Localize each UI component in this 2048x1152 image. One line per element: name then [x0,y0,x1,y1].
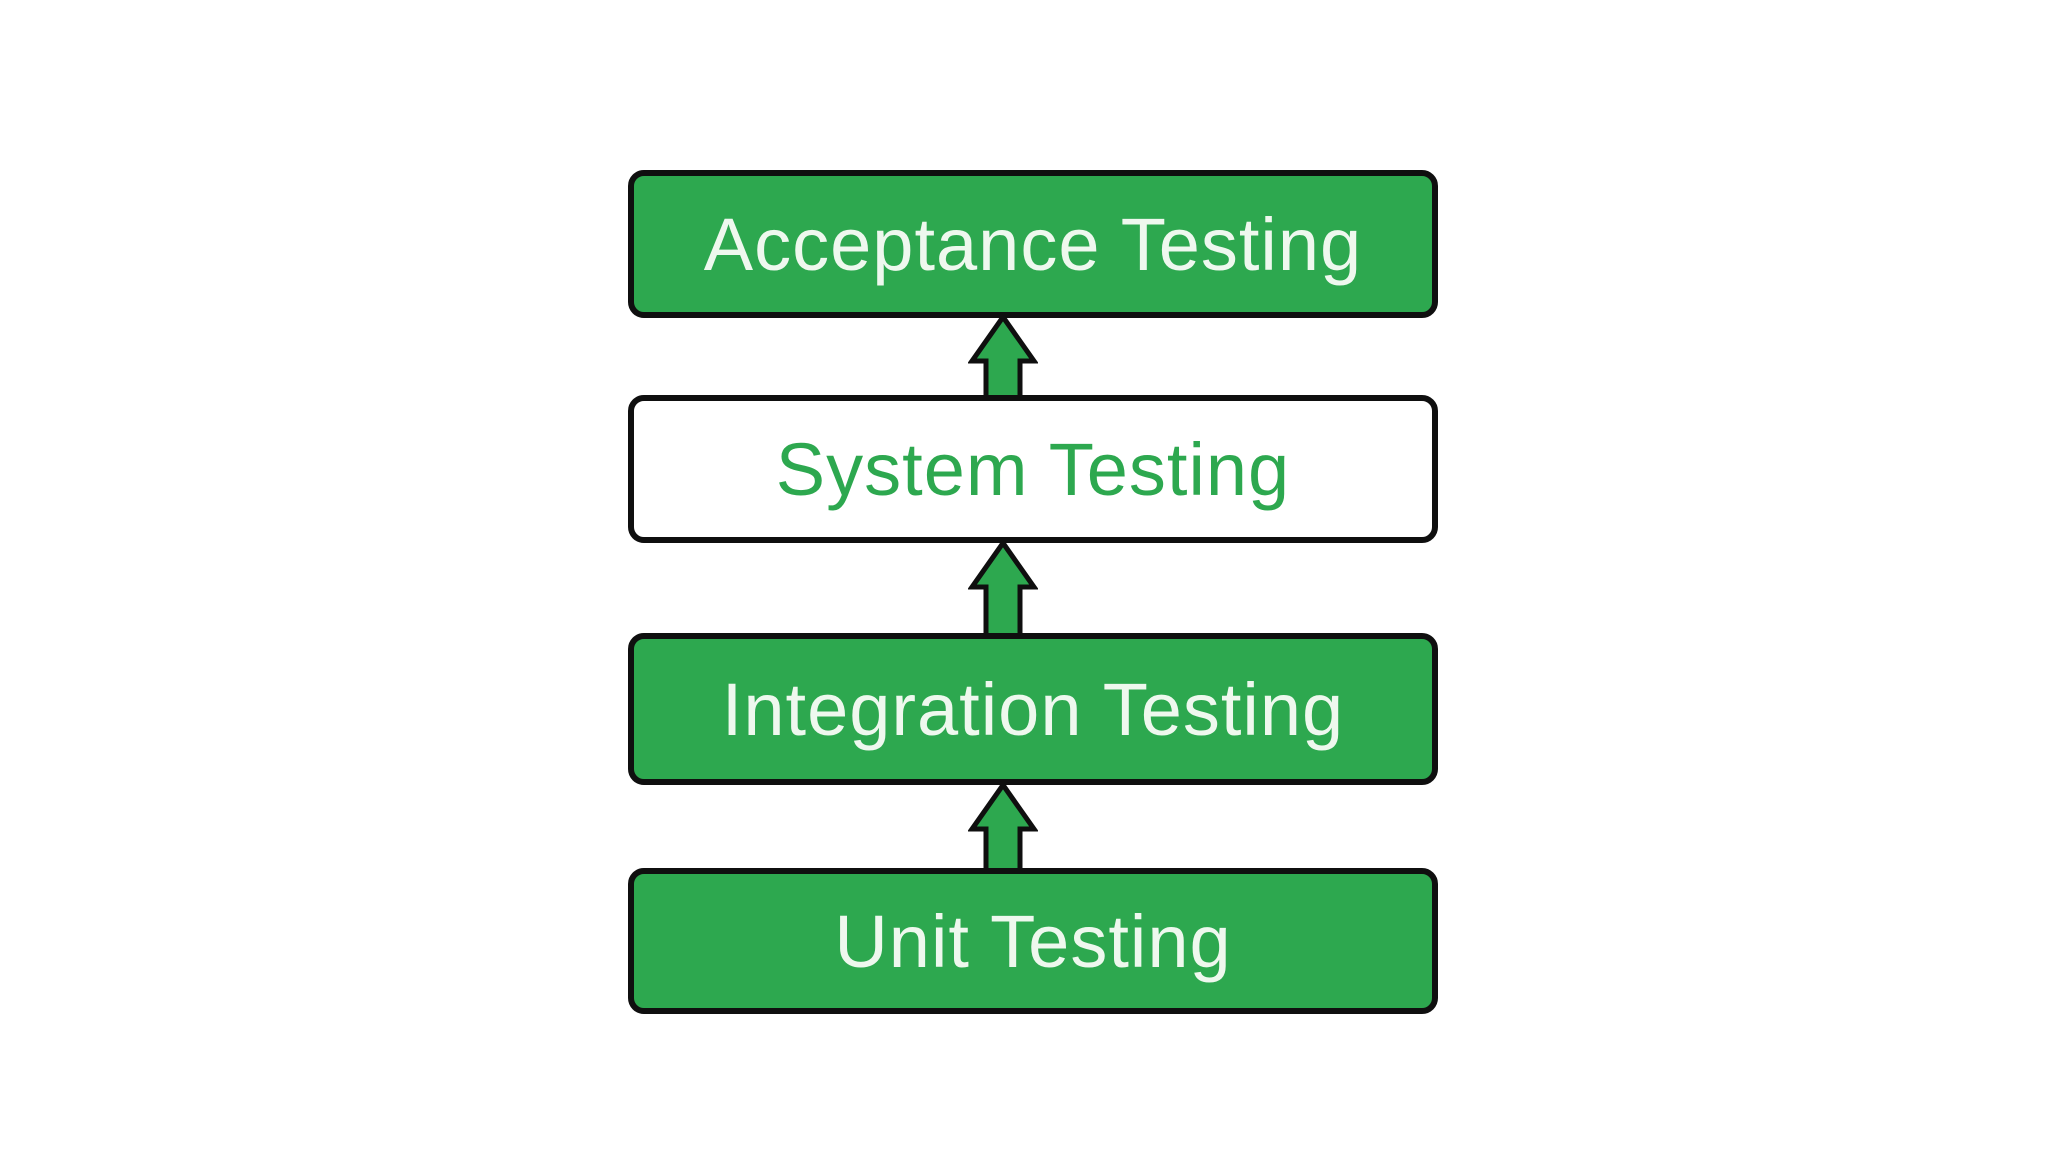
up-arrow-integration-to-system-icon [968,540,1038,644]
box-label-acceptance-testing: Acceptance Testing [703,202,1363,286]
diagram-box-system-testing: System Testing [628,395,1438,543]
up-arrow-system-to-acceptance-icon [968,314,1038,408]
diagram-box-acceptance-testing: Acceptance Testing [628,170,1438,318]
diagram-box-integration-testing: Integration Testing [628,633,1438,785]
box-label-system-testing: System Testing [775,427,1291,511]
box-label-integration-testing: Integration Testing [721,667,1345,751]
box-label-unit-testing: Unit Testing [834,899,1232,983]
diagram-box-unit-testing: Unit Testing [628,868,1438,1014]
up-arrow-unit-to-integration-icon [968,782,1038,880]
